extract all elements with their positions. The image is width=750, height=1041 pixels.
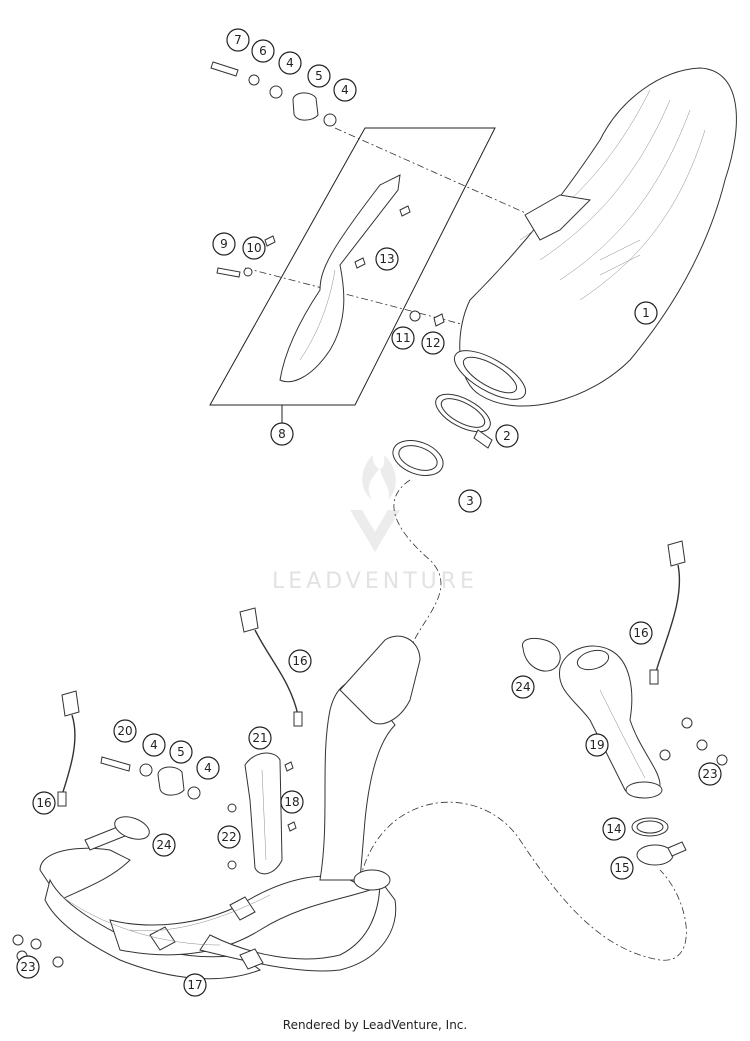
svg-text:5: 5 <box>177 745 185 759</box>
callout-16: 16 <box>32 791 56 815</box>
svg-text:2: 2 <box>503 429 511 443</box>
callout-7: 7 <box>226 28 250 52</box>
callout-labels: 7 6 4 5 4 9 10 13 11 12 1 8 2 3 16 16 16… <box>16 28 722 997</box>
svg-text:17: 17 <box>187 978 202 992</box>
callout-5: 5 <box>169 740 193 764</box>
oxygen-sensors <box>57 540 686 807</box>
svg-text:10: 10 <box>246 241 261 255</box>
callout-4: 4 <box>278 51 302 75</box>
svg-text:24: 24 <box>156 838 171 852</box>
svg-text:6: 6 <box>259 44 267 58</box>
leader-lines <box>244 127 687 961</box>
callout-18: 18 <box>280 790 304 814</box>
muffler-bracket <box>264 174 411 383</box>
header-pipe <box>39 635 421 980</box>
svg-text:3: 3 <box>466 494 474 508</box>
top-hardware <box>210 61 445 327</box>
svg-text:7: 7 <box>234 33 242 47</box>
muffler <box>453 67 737 407</box>
callout-4: 4 <box>142 733 166 757</box>
svg-text:22: 22 <box>221 830 236 844</box>
callout-23: 23 <box>698 762 722 786</box>
callout-2: 2 <box>495 424 519 448</box>
svg-text:13: 13 <box>379 252 394 266</box>
callout-14: 14 <box>602 817 626 841</box>
heat-shield <box>244 752 283 875</box>
callout-3: 3 <box>458 489 482 513</box>
callout-1: 1 <box>634 301 658 325</box>
svg-text:15: 15 <box>614 861 629 875</box>
svg-text:1: 1 <box>642 306 650 320</box>
svg-text:18: 18 <box>284 795 299 809</box>
svg-text:4: 4 <box>204 761 212 775</box>
svg-text:9: 9 <box>220 237 228 251</box>
svg-text:16: 16 <box>633 626 648 640</box>
svg-text:12: 12 <box>425 336 440 350</box>
footer-credit: Rendered by LeadVenture, Inc. <box>282 1018 468 1032</box>
callout-13: 13 <box>375 247 399 271</box>
callout-5: 5 <box>307 64 331 88</box>
svg-text:14: 14 <box>606 822 621 836</box>
lower-hardware <box>12 756 297 968</box>
svg-text:4: 4 <box>150 738 158 752</box>
svg-text:16: 16 <box>292 654 307 668</box>
callout-17: 17 <box>183 973 207 997</box>
callout-16: 16 <box>288 649 312 673</box>
callout-24: 24 <box>152 833 176 857</box>
watermark-logo: LEADVENTURE <box>272 455 478 594</box>
clamp-and-gasket <box>392 393 493 476</box>
svg-text:11: 11 <box>395 331 410 345</box>
callout-22: 22 <box>217 825 241 849</box>
svg-text:4: 4 <box>341 83 349 97</box>
callout-4: 4 <box>196 756 220 780</box>
callout-23: 23 <box>16 955 40 979</box>
callout-16: 16 <box>629 621 653 645</box>
callout-24: 24 <box>511 675 535 699</box>
svg-text:23: 23 <box>702 767 717 781</box>
callout-8: 8 <box>270 422 294 446</box>
svg-text:16: 16 <box>36 796 51 810</box>
svg-text:5: 5 <box>315 69 323 83</box>
manifold-right <box>521 637 728 866</box>
svg-text:21: 21 <box>252 731 267 745</box>
svg-text:8: 8 <box>278 427 286 441</box>
callout-4: 4 <box>333 78 357 102</box>
callout-6: 6 <box>251 39 275 63</box>
svg-text:23: 23 <box>20 960 35 974</box>
svg-text:19: 19 <box>589 738 604 752</box>
callout-20: 20 <box>113 719 137 743</box>
watermark-text: LEADVENTURE <box>272 569 478 594</box>
callout-21: 21 <box>248 726 272 750</box>
callout-15: 15 <box>610 856 634 880</box>
svg-text:24: 24 <box>515 680 530 694</box>
svg-text:4: 4 <box>286 56 294 70</box>
svg-text:20: 20 <box>117 724 132 738</box>
callout-9: 9 <box>212 232 236 256</box>
callout-19: 19 <box>585 733 609 757</box>
bracket-frame <box>209 127 496 425</box>
callout-10: 10 <box>242 236 266 260</box>
callout-12: 12 <box>421 331 445 355</box>
callout-11: 11 <box>391 326 415 350</box>
